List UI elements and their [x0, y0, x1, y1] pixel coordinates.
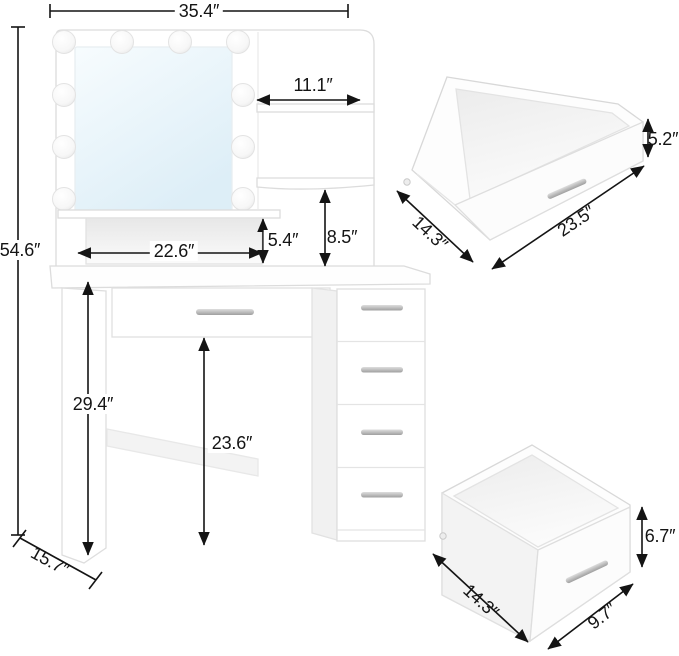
- drawer-handle: [196, 309, 254, 315]
- light-bulb-icon: [52, 83, 76, 107]
- light-bulb-icon: [168, 30, 192, 54]
- mirror: [74, 46, 233, 213]
- dim-knee-clearance-label: 23.6″: [207, 433, 257, 453]
- dim-shelf-section-height-label: 8.5″: [326, 227, 358, 247]
- dim-bottom-drawer-height-label: 6.7″: [644, 526, 676, 546]
- light-bulb-icon: [110, 30, 134, 54]
- dim-line-bottom-drawer-depth: [432, 553, 529, 643]
- light-bulb-icon: [226, 30, 250, 54]
- dim-line-top-drawer-depth: [396, 190, 474, 263]
- light-bulb-icon: [52, 30, 76, 54]
- cabinet-front: [336, 288, 426, 542]
- left-side-panel: [61, 287, 107, 564]
- drawer-handle: [361, 305, 403, 311]
- light-bulbs: [52, 30, 255, 211]
- light-bulb-icon: [52, 187, 76, 211]
- cabinet-drawer-handles: [361, 305, 403, 498]
- dim-top-drawer-height-label: 5.2″: [647, 129, 679, 149]
- drawer-handle: [565, 560, 609, 584]
- dim-line-bottom-drawer-width: [547, 583, 634, 650]
- dimension-lines: [11, 4, 654, 650]
- vanity-illustration: [49, 29, 431, 564]
- dim-cubby-width-label: 22.6″: [149, 241, 199, 261]
- drawer-slide-wheel: [439, 532, 447, 540]
- cabinet-side-panel: [311, 287, 338, 541]
- middle-shelf: [256, 177, 375, 190]
- dim-line-base-depth: [12, 529, 103, 590]
- dim-cubby-height-label: 5.4″: [263, 230, 303, 250]
- dim-desk-height-label: 29.4″: [68, 394, 118, 414]
- dim-line-top-drawer-width: [491, 165, 645, 270]
- drawer-handle: [361, 429, 403, 435]
- dim-line-overall-height: [11, 26, 25, 536]
- light-bulb-icon: [231, 83, 255, 107]
- cubby-top: [57, 209, 281, 219]
- dim-overall-height-label: 54.6″: [0, 240, 45, 260]
- drawer-handle: [361, 492, 403, 498]
- drawer-slide-wheel: [403, 178, 411, 186]
- light-bulb-icon: [52, 135, 76, 159]
- light-bulb-icon: [231, 187, 255, 211]
- top-shelf: [256, 103, 375, 113]
- dim-shelf-width-label: 11.1″: [293, 75, 333, 95]
- drawer-handle: [361, 367, 403, 373]
- light-bulb-icon: [231, 135, 255, 159]
- dim-overall-width-label: 35.4″: [174, 1, 224, 21]
- desktop: [49, 265, 431, 289]
- top-drawer-illustration: [403, 76, 644, 241]
